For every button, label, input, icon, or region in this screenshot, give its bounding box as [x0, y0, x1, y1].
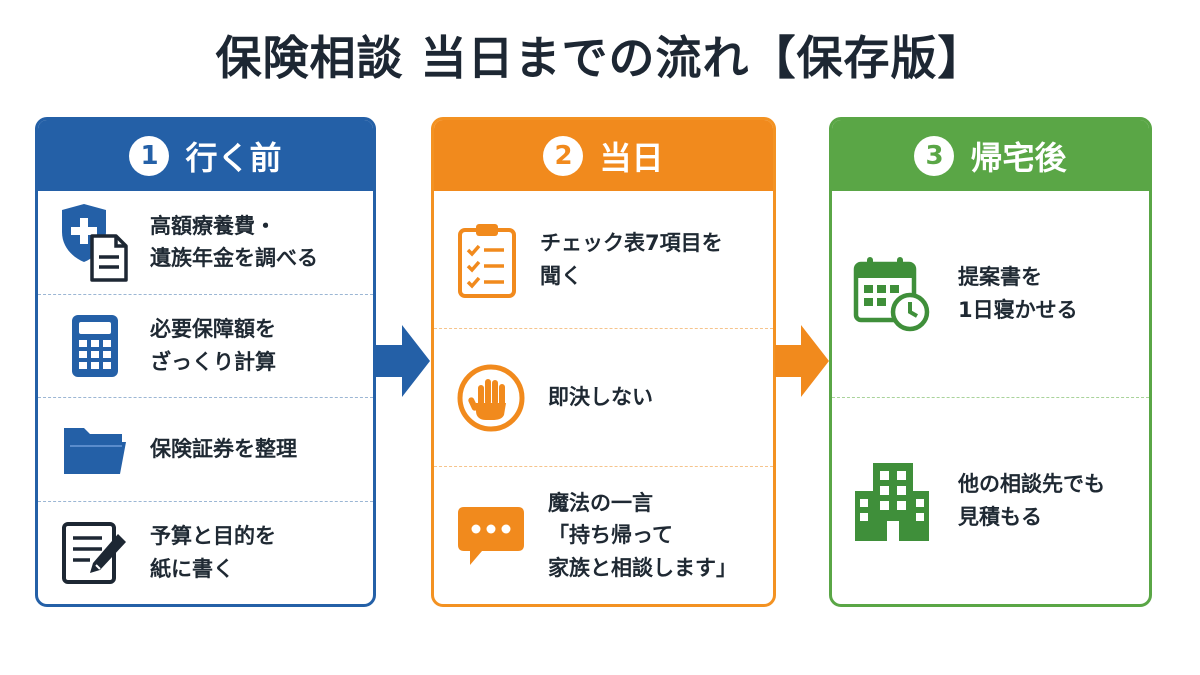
speech-bubble-icon	[456, 503, 526, 569]
item-text-line: 「持ち帰って	[548, 523, 673, 548]
item-text-line: 1日寝かせる	[958, 298, 1078, 322]
step-number-badge: 3	[914, 135, 955, 176]
buildings-icon	[852, 461, 932, 541]
item-text-line: 他の相談先でも	[958, 472, 1105, 497]
step-1-panel: 1 行く前 高額療養費・ 遺族年金を調べる	[35, 117, 376, 607]
list-item: 保険証券を整理	[38, 398, 373, 502]
item-text-line: 即決しない	[548, 385, 653, 410]
step-3-panel: 3 帰宅後 提案書を 1日寝かせ	[829, 117, 1152, 607]
list-item: 提案書を 1日寝かせる	[832, 191, 1149, 398]
list-item: 高額療養費・ 遺族年金を調べる	[38, 191, 373, 295]
shield-document-icon	[58, 202, 132, 282]
flow-arrow-icon	[376, 325, 430, 401]
list-item: 即決しない	[434, 329, 773, 467]
list-item: 予算と目的を 紙に書く	[38, 502, 373, 605]
step-heading: 帰宅後	[970, 138, 1067, 177]
list-item: 魔法の一言 「持ち帰って 家族と相談します」	[434, 467, 773, 604]
item-text-line: 遺族年金を調べる	[150, 246, 318, 271]
step-2-header: 2 当日	[434, 120, 773, 191]
step-2-panel: 2 当日 チェック表7項目を 聞く	[431, 117, 776, 607]
calculator-icon	[58, 313, 132, 379]
step-heading: 当日	[599, 138, 664, 177]
item-text-line: 聞く	[540, 263, 582, 288]
item-text-line: 見積もる	[958, 505, 1042, 529]
list-item: 必要保障額を ざっくり計算	[38, 295, 373, 398]
clipboard-checklist-icon	[456, 222, 518, 298]
step-number-badge: 1	[129, 135, 170, 176]
page-title: 保険相談 当日までの流れ【保存版】	[215, 31, 985, 85]
item-text-line: 必要保障額を	[150, 317, 276, 342]
flow-arrow-icon	[775, 325, 829, 401]
stop-hand-icon	[456, 363, 526, 433]
paper-pencil-icon	[58, 520, 132, 586]
item-text-line: 保険証券を整理	[150, 436, 297, 461]
folder-icon	[58, 422, 132, 476]
calendar-clock-icon	[852, 254, 932, 334]
step-heading: 行く前	[185, 138, 282, 177]
item-text-line: 予算と目的を	[150, 524, 276, 549]
item-text-line: チェック表7項目を	[540, 230, 723, 255]
item-text-line: 紙に書く	[150, 556, 234, 581]
step-1-header: 1 行く前	[38, 120, 373, 191]
step-number-badge: 2	[543, 135, 584, 176]
step-3-header: 3 帰宅後	[832, 120, 1149, 191]
list-item: チェック表7項目を 聞く	[434, 191, 773, 329]
item-text-line: 提案書を	[958, 265, 1042, 290]
list-item: 他の相談先でも 見積もる	[832, 398, 1149, 604]
item-text-line: 高額療養費・	[150, 213, 276, 238]
item-text-line: ざっくり計算	[150, 349, 276, 374]
item-text-line: 魔法の一言	[548, 490, 653, 515]
item-text-line: 家族と相談します」	[548, 555, 737, 580]
